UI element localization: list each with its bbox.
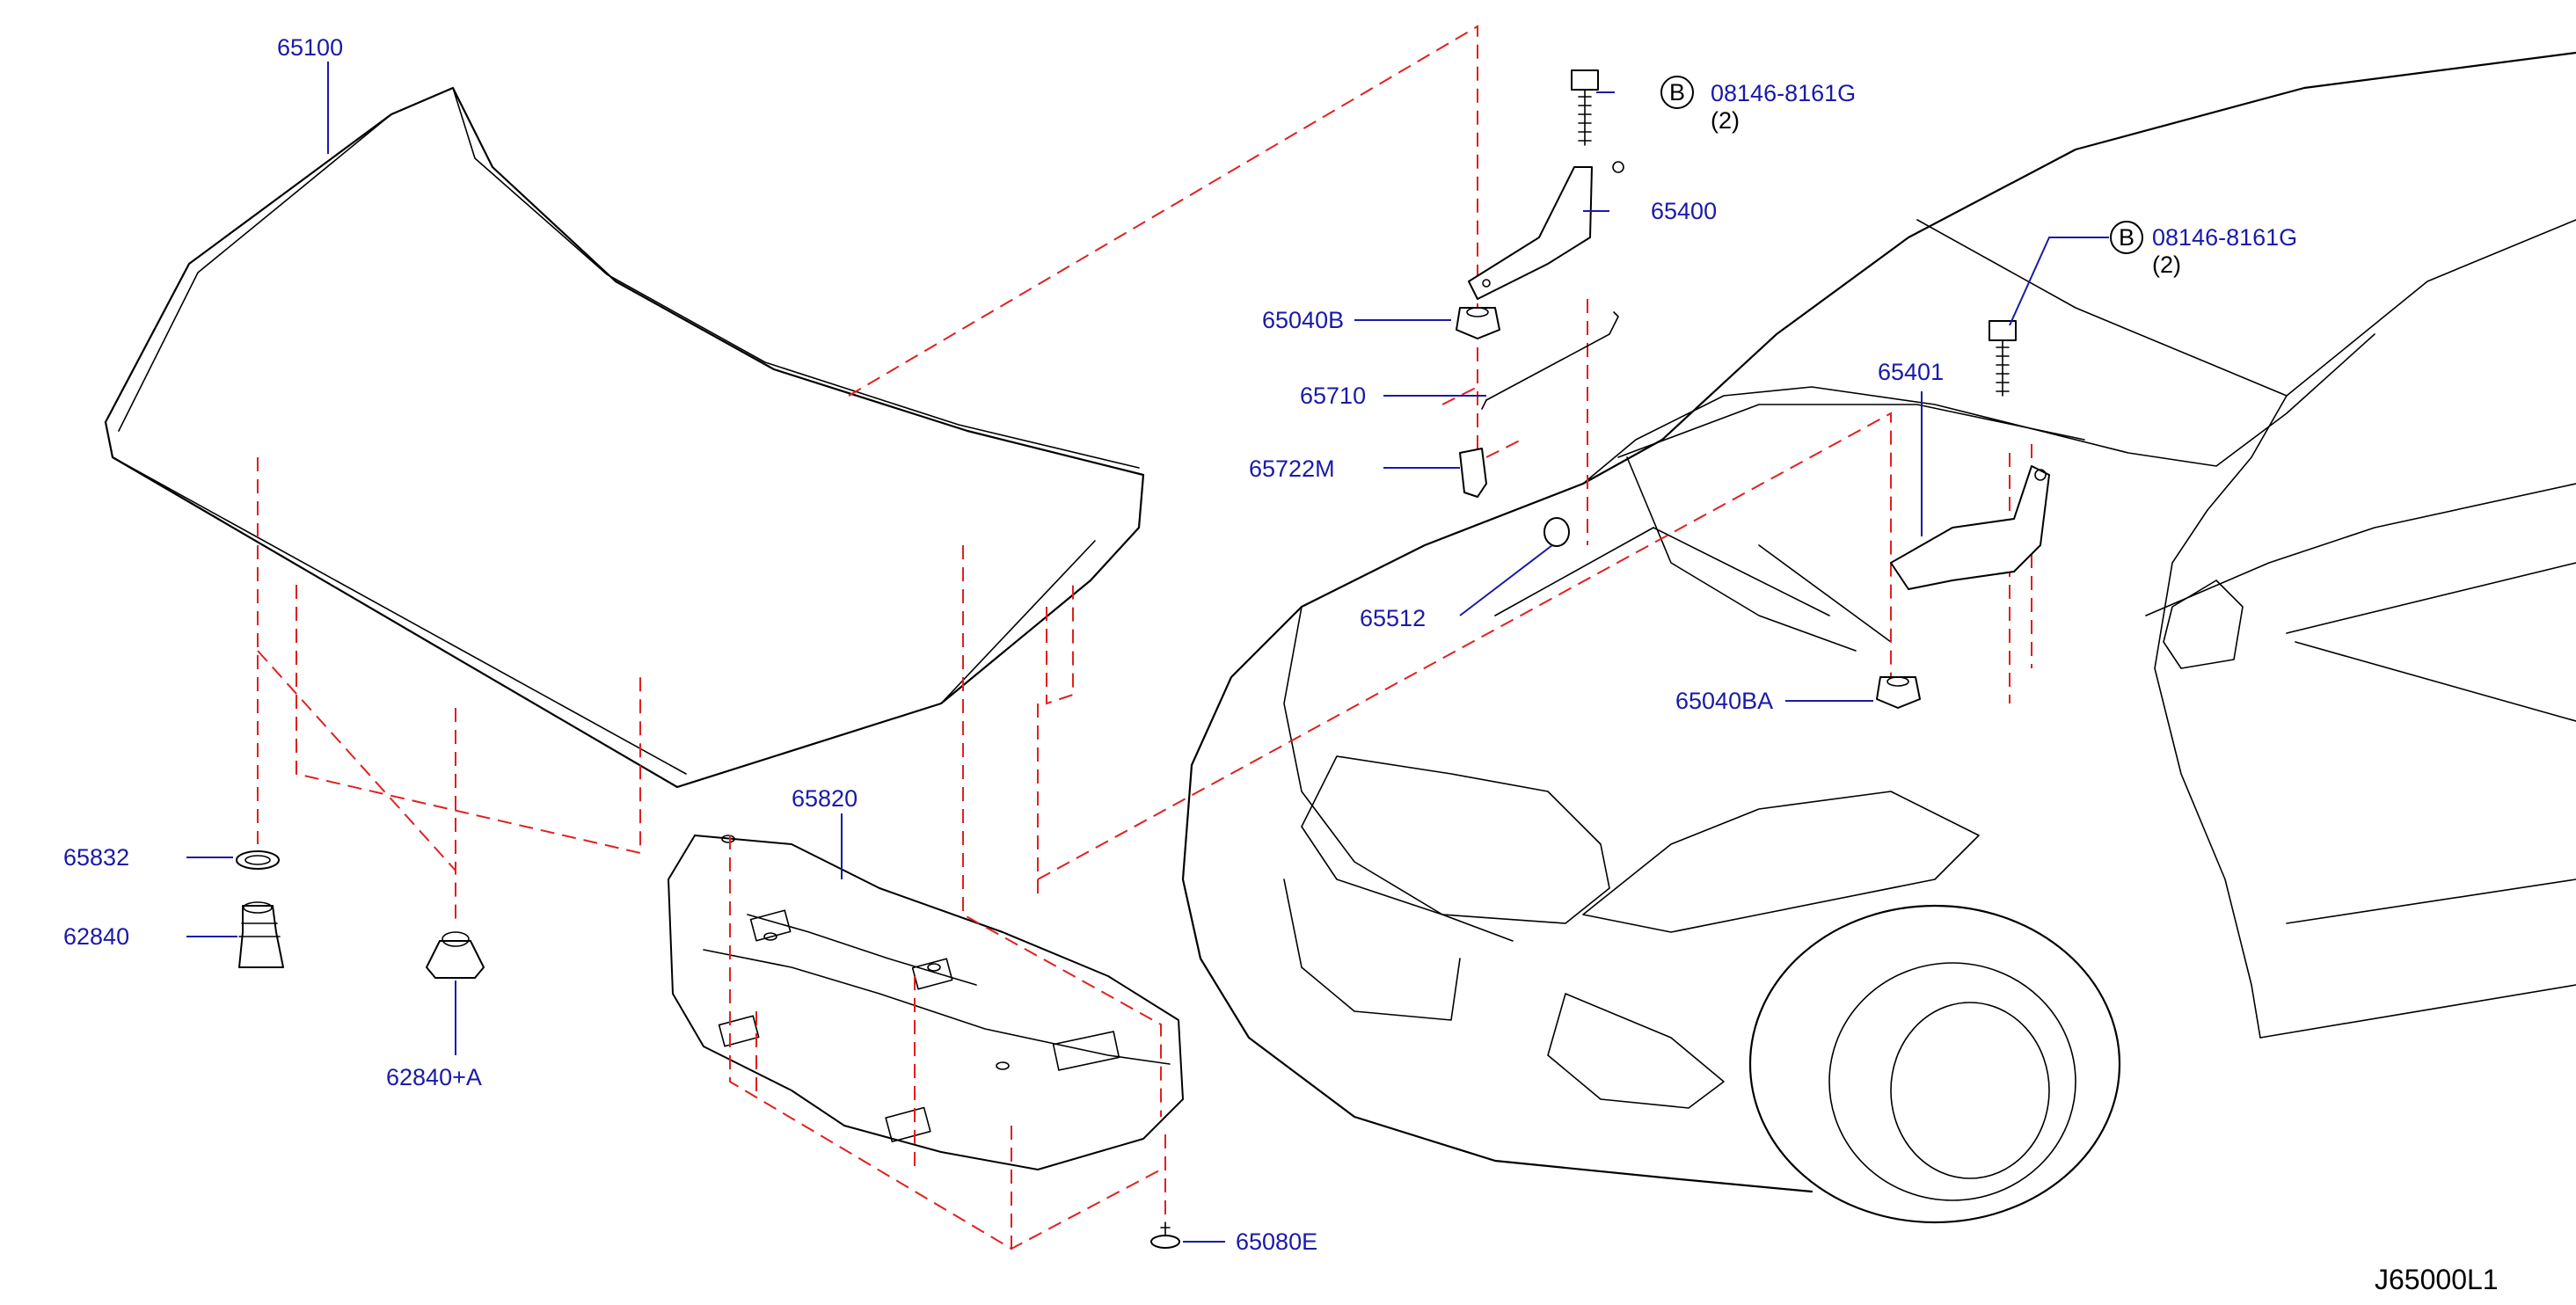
hood-panel (104, 86, 1145, 789)
hood-insulator (668, 835, 1184, 1170)
bolt-symbol-circle-top (1660, 76, 1694, 109)
qty-08146-left: (2) (2152, 252, 2181, 278)
seal-ring-65832 (236, 850, 280, 870)
hood-hinge-right (1468, 161, 1624, 300)
hood-hinge-left (1890, 465, 2050, 590)
nut-65040ba (1876, 676, 1921, 709)
label-62840: 62840 (63, 923, 129, 950)
dashed-guide-lines (257, 25, 2032, 1258)
label-65710: 65710 (1300, 383, 1366, 409)
label-62840a: 62840+A (386, 1064, 482, 1090)
clip-65080e (1150, 1221, 1180, 1249)
nut-65040b (1456, 307, 1500, 339)
stay-clip (1459, 448, 1487, 498)
label-08146-left: 08146-8161G (2152, 224, 2297, 251)
bumper-62840a (426, 931, 485, 979)
grommet-65512 (1543, 517, 1570, 547)
bolt-symbol-left: B (2119, 224, 2135, 251)
hinge-bolt-left (1989, 320, 2017, 397)
hood-stay-rod (1481, 311, 1619, 410)
label-65100: 65100 (277, 34, 343, 61)
bolt-symbol-circle-left (2110, 221, 2143, 254)
label-65820: 65820 (792, 785, 857, 812)
bolt-symbol-top: B (1669, 79, 1685, 106)
diagram-code: J65000L1 (2375, 1264, 2499, 1295)
car-body (1181, 51, 2576, 1224)
label-65040ba: 65040BA (1675, 688, 1773, 714)
hinge-bolt-right (1571, 69, 1599, 146)
label-65512: 65512 (1360, 605, 1426, 631)
qty-08146-top: (2) (1711, 107, 1740, 134)
label-65080e: 65080E (1236, 1228, 1317, 1255)
label-65722m: 65722M (1249, 456, 1335, 482)
label-65400: 65400 (1651, 198, 1717, 224)
bumper-62840 (238, 901, 284, 968)
label-08146-top: 08146-8161G (1711, 80, 1856, 106)
label-65832: 65832 (63, 844, 129, 871)
label-65401: 65401 (1878, 359, 1944, 385)
leader-lines (186, 62, 2109, 1243)
label-65040b: 65040B (1262, 307, 1344, 333)
